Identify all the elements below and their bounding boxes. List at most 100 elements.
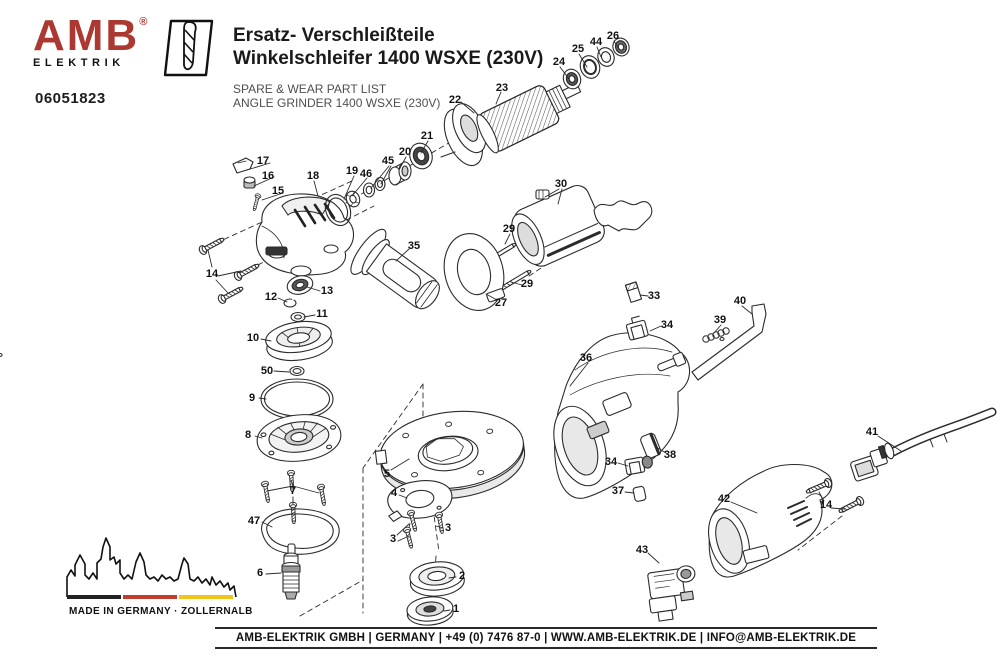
registered-mark: ® xyxy=(139,16,148,28)
part-11-washer xyxy=(290,311,306,323)
part-label-34: 34 xyxy=(661,319,674,331)
part-35-side-handle xyxy=(350,228,440,310)
part-16-cap xyxy=(243,176,256,189)
part-label-37: 37 xyxy=(612,485,624,497)
part-label-27: 27 xyxy=(495,297,507,309)
part-1-locknut xyxy=(406,596,454,626)
part-34-brush-holder-lower xyxy=(624,455,653,476)
document-number: 06051823 xyxy=(35,90,106,107)
part-44-washer xyxy=(597,47,615,67)
part-38-brush-cover xyxy=(640,432,662,459)
part-6-spindle xyxy=(281,543,301,600)
part-label-15: 15 xyxy=(272,185,284,197)
part-47-gasket xyxy=(261,508,340,555)
made-in-germany-text: MADE IN GERMANY · ZOLLERNALB xyxy=(69,606,253,617)
part-label-10: 10 xyxy=(247,332,259,344)
part-label-41: 41 xyxy=(866,426,878,438)
part-label-12: 12 xyxy=(265,291,277,303)
part-label-46: 46 xyxy=(360,168,372,180)
part-12-clip xyxy=(283,296,298,308)
logo-brand-text: AMB xyxy=(33,11,140,60)
part-label-7: 7 xyxy=(290,485,296,497)
part-42-rear-handle xyxy=(708,464,833,578)
part-label-33: 33 xyxy=(648,290,660,302)
part-label-4: 4 xyxy=(391,487,398,499)
part-10-flange-wheel xyxy=(265,320,333,362)
skyline-icon xyxy=(66,537,237,599)
part-label-29: 29 xyxy=(521,278,533,290)
part-label-18: 18 xyxy=(307,170,319,182)
part-34-brush-holder-upper xyxy=(625,315,649,341)
part-label-9: 9 xyxy=(249,392,255,404)
part-13-bearing xyxy=(286,275,314,295)
part-50-ring xyxy=(289,365,305,377)
part-label-3: 3 xyxy=(390,533,396,545)
part-30-stator xyxy=(511,184,653,267)
part-26-bearing xyxy=(612,37,630,57)
part-label-1: 1 xyxy=(453,603,459,615)
part-label-21: 21 xyxy=(421,130,433,142)
leader-lines xyxy=(207,40,902,612)
part-label-22: 22 xyxy=(449,94,461,106)
part-2-bearing-flange xyxy=(409,561,465,597)
part-43-switch xyxy=(647,565,696,622)
part-39-spring xyxy=(702,327,730,343)
part-label-6: 6 xyxy=(257,567,263,579)
part-label-44: 44 xyxy=(590,36,603,48)
part-label-2: 2 xyxy=(459,570,465,582)
part-4-flange-plate xyxy=(387,480,453,522)
part-label-40: 40 xyxy=(734,295,746,307)
title-de-line1: Ersatz- Verschleißteile xyxy=(233,25,435,46)
title-en-line1: SPARE & WEAR PART LIST xyxy=(233,82,387,96)
footer-bar: AMB-ELEKTRIK GMBH | GERMANY | +49 (0) 74… xyxy=(215,627,877,649)
part-label-45: 45 xyxy=(382,155,394,167)
part-label-13: 13 xyxy=(321,285,333,297)
part-label-14: 14 xyxy=(206,268,219,280)
part-label-14: 14 xyxy=(820,499,833,511)
part-19-ring xyxy=(324,193,352,227)
part-label-43: 43 xyxy=(636,544,648,556)
part-label-11: 11 xyxy=(316,308,328,320)
part-24-bearing xyxy=(562,68,582,90)
part-label-19: 19 xyxy=(346,165,358,177)
part-17-clip xyxy=(232,157,254,174)
part-label-34: 34 xyxy=(605,456,618,468)
part-25-ring xyxy=(579,55,601,79)
part-label-36: 36 xyxy=(580,352,592,364)
amb-logo: AMB® ELEKTRIK xyxy=(33,14,233,88)
part-33-carbon-brush xyxy=(624,281,643,303)
part-label-47: 47 xyxy=(248,515,260,527)
part-41-cable xyxy=(850,407,997,482)
part-label-39: 39 xyxy=(714,314,726,326)
part-label-29: 29 xyxy=(503,223,515,235)
title-en-line2: ANGLE GRINDER 1400 WSXE (230V) xyxy=(233,96,441,110)
part-label-5: 5 xyxy=(384,468,390,480)
part-label-38: 38 xyxy=(664,449,676,461)
part-46-nut xyxy=(345,190,361,208)
part-8-bearing-flange xyxy=(256,414,342,462)
part-21-bearing xyxy=(409,142,433,170)
made-in-germany-badge: MADE IN GERMANY · ZOLLERNALB xyxy=(55,533,253,623)
part-label-17: 17 xyxy=(257,155,269,167)
part-label-3: 3 xyxy=(445,522,451,534)
part-label-20: 20 xyxy=(399,146,411,158)
part-label-8: 8 xyxy=(245,429,251,441)
part-37-cap xyxy=(632,485,647,502)
part-18-gear-head xyxy=(255,193,355,277)
part-27-air-guide-ring xyxy=(443,233,506,311)
part-5-guard xyxy=(374,410,526,500)
page-title: Ersatz- Verschleißteile Winkelschleifer … xyxy=(233,24,593,110)
title-de-line2: Winkelschleifer 1400 WSXE (230V) xyxy=(233,48,544,69)
part-label-16: 16 xyxy=(262,170,274,182)
part-45-washers xyxy=(362,176,386,198)
footer-contact-text: AMB-ELEKTRIK GMBH | GERMANY | +49 (0) 74… xyxy=(235,632,857,644)
part-label-24: 24 xyxy=(553,56,566,68)
part-label-42: 42 xyxy=(718,493,730,505)
part-40-lever xyxy=(0,303,767,381)
part-label-35: 35 xyxy=(408,240,420,252)
part-label-26: 26 xyxy=(607,30,619,42)
part-label-25: 25 xyxy=(572,43,584,55)
part-9-o-ring xyxy=(260,378,334,420)
